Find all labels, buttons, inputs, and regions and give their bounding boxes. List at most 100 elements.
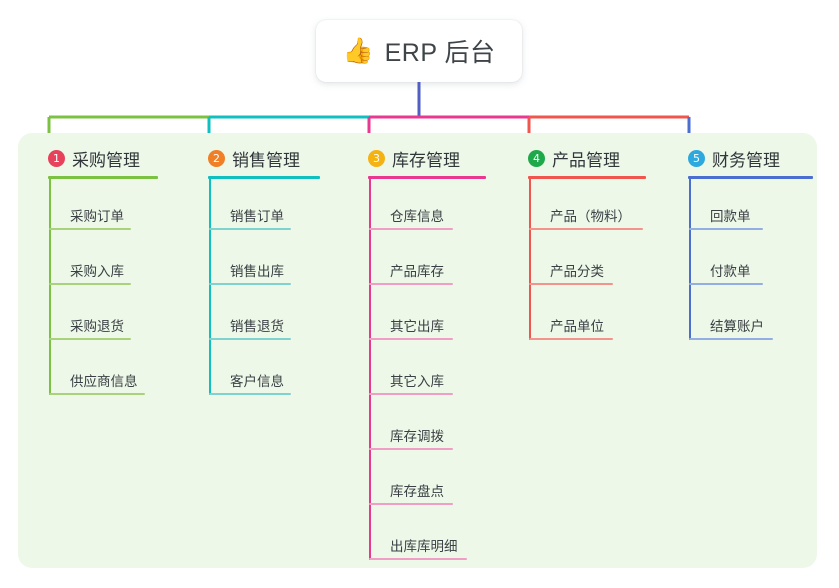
branch-items-3: 仓库信息产品库存其它出库其它入库库存调拨库存盘点出库库明细 [358, 179, 508, 564]
branch-title-5: 财务管理 [712, 150, 780, 170]
branch-header-1[interactable]: 1 采购管理 [48, 146, 188, 170]
leaf-node-underline [49, 338, 131, 340]
branch-spine-4 [529, 179, 531, 340]
leaf-node[interactable]: 产品库存 [358, 234, 508, 289]
leaf-node-label: 销售订单 [230, 209, 284, 224]
leaf-node[interactable]: 采购订单 [38, 179, 188, 234]
branch-title-3: 库存管理 [392, 150, 460, 170]
branch-underline-5 [688, 176, 813, 179]
branches-panel [18, 133, 817, 568]
leaf-node-underline [689, 283, 763, 285]
branch-badge-icon-2: 2 [208, 149, 225, 167]
leaf-node[interactable]: 产品（物料） [518, 179, 668, 234]
leaf-node-underline [369, 338, 453, 340]
leaf-node[interactable]: 产品单位 [518, 289, 668, 344]
branch-items-4: 产品（物料） 产品分类产品单位 [518, 179, 668, 344]
leaf-node-label: 产品（物料） [550, 209, 631, 224]
branch-header-2[interactable]: 2 销售管理 [208, 146, 348, 170]
leaf-node[interactable]: 其它入库 [358, 344, 508, 399]
leaf-node[interactable]: 出库库明细 [358, 509, 508, 564]
leaf-node-underline [529, 338, 613, 340]
branch-column-4: 4 产品管理产品（物料） 产品分类产品单位 [518, 146, 668, 344]
leaf-node-label: 产品单位 [550, 319, 604, 334]
branch-underline-3 [368, 176, 486, 179]
leaf-node-label: 回款单 [710, 209, 751, 224]
branch-title-4: 产品管理 [552, 150, 620, 170]
leaf-node-label: 销售退货 [230, 319, 284, 334]
leaf-node-underline [369, 393, 453, 395]
branch-column-1: 1 采购管理采购订单采购入库采购退货供应商信息 [38, 146, 188, 399]
leaf-node[interactable]: 库存盘点 [358, 454, 508, 509]
leaf-node[interactable]: 采购入库 [38, 234, 188, 289]
leaf-node-label: 销售出库 [230, 264, 284, 279]
branch-column-2: 2 销售管理销售订单销售出库销售退货客户信息 [198, 146, 348, 399]
leaf-node-underline [209, 283, 291, 285]
leaf-node-label: 其它出库 [390, 319, 444, 334]
leaf-node[interactable]: 采购退货 [38, 289, 188, 344]
leaf-node-underline [529, 283, 613, 285]
leaf-node-underline [689, 338, 773, 340]
branch-items-1: 采购订单采购入库采购退货供应商信息 [38, 179, 188, 399]
leaf-node-label: 其它入库 [390, 374, 444, 389]
leaf-node[interactable]: 销售订单 [198, 179, 348, 234]
leaf-node-underline [209, 228, 291, 230]
branch-badge-icon-5: 5 [688, 149, 705, 167]
leaf-node-underline [369, 558, 467, 560]
branch-underline-4 [528, 176, 646, 179]
leaf-node[interactable]: 客户信息 [198, 344, 348, 399]
leaf-node-underline [369, 228, 453, 230]
leaf-node-label: 库存盘点 [390, 484, 444, 499]
leaf-node[interactable]: 供应商信息 [38, 344, 188, 399]
branch-underline-2 [208, 176, 320, 179]
branch-column-5: 5 财务管理回款单付款单结算账户 [678, 146, 828, 344]
branch-title-2: 销售管理 [232, 150, 300, 170]
branch-items-5: 回款单付款单结算账户 [678, 179, 828, 344]
leaf-node-underline [209, 338, 291, 340]
leaf-node-label: 产品分类 [550, 264, 604, 279]
thumbs-up-emoji: 👍 [342, 36, 374, 65]
leaf-node-underline [49, 283, 131, 285]
leaf-node-label: 付款单 [710, 264, 751, 279]
branch-header-4[interactable]: 4 产品管理 [528, 146, 668, 170]
leaf-node[interactable]: 付款单 [678, 234, 828, 289]
branch-badge-icon-4: 4 [528, 149, 545, 167]
branch-title-1: 采购管理 [72, 150, 140, 170]
branch-items-2: 销售订单销售出库销售退货客户信息 [198, 179, 348, 399]
leaf-node-label: 供应商信息 [70, 374, 138, 389]
leaf-node[interactable]: 产品分类 [518, 234, 668, 289]
leaf-node[interactable]: 销售出库 [198, 234, 348, 289]
leaf-node-underline [369, 283, 453, 285]
leaf-node-underline [369, 448, 453, 450]
leaf-node[interactable]: 结算账户 [678, 289, 828, 344]
leaf-node-label: 产品库存 [390, 264, 444, 279]
branch-spine-1 [49, 179, 51, 395]
leaf-node-label: 出库库明细 [390, 539, 458, 554]
leaf-node[interactable]: 回款单 [678, 179, 828, 234]
leaf-node-underline [689, 228, 763, 230]
branch-underline-1 [48, 176, 158, 179]
branch-spine-5 [689, 179, 691, 340]
leaf-node-underline [209, 393, 291, 395]
branch-spine-2 [209, 179, 211, 395]
leaf-node-underline [369, 503, 453, 505]
branch-spine-3 [369, 179, 371, 560]
leaf-node-underline [49, 393, 145, 395]
branch-header-5[interactable]: 5 财务管理 [688, 146, 828, 170]
leaf-node-label: 仓库信息 [390, 209, 444, 224]
leaf-node[interactable]: 其它出库 [358, 289, 508, 344]
root-node-label: ERP 后台 [384, 39, 496, 67]
leaf-node-label: 采购入库 [70, 264, 124, 279]
leaf-node-label: 采购退货 [70, 319, 124, 334]
branch-badge-icon-1: 1 [48, 149, 65, 167]
leaf-node[interactable]: 销售退货 [198, 289, 348, 344]
root-node-erp-backend[interactable]: 👍 ERP 后台 [316, 20, 522, 82]
leaf-node-label: 结算账户 [710, 319, 764, 334]
leaf-node-label: 客户信息 [230, 374, 284, 389]
leaf-node[interactable]: 库存调拨 [358, 399, 508, 454]
leaf-node-label: 采购订单 [70, 209, 124, 224]
leaf-node[interactable]: 仓库信息 [358, 179, 508, 234]
leaf-node-underline [49, 228, 131, 230]
